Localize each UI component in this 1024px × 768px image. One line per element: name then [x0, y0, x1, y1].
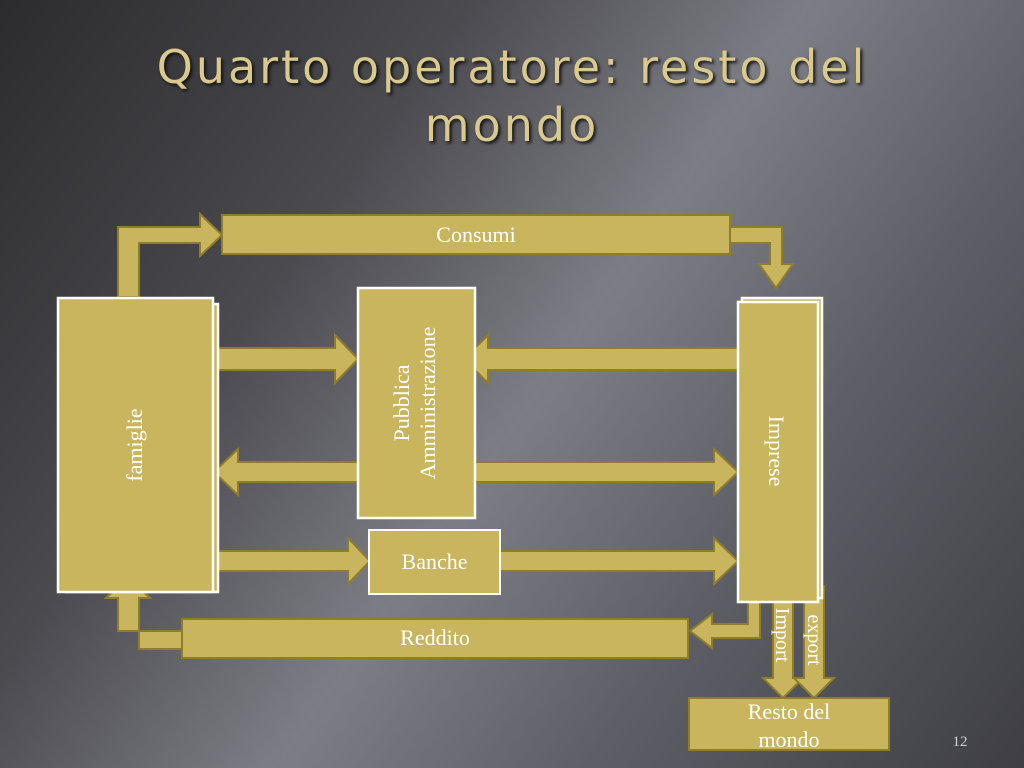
slide-title: Quarto operatore: resto del mondo: [0, 38, 1024, 154]
pubblica-amministrazione-box: [356, 286, 477, 520]
resto-del-mondo-box: [688, 697, 890, 751]
export-label: export: [803, 614, 825, 666]
banche-box: [368, 529, 501, 595]
import-label: Import: [771, 607, 793, 663]
arrow-pa-to-imprese: [463, 446, 740, 498]
page-number: 12: [952, 734, 968, 750]
arrow-imprese-to-pa: [462, 332, 739, 386]
pubblica-label: Pubblica: [389, 364, 414, 442]
famiglie-box: [56, 296, 215, 594]
consumi-bar: [221, 214, 731, 255]
resto-line-1: Resto del: [747, 699, 831, 724]
amministrazione-label: Amministrazione: [415, 326, 440, 480]
reddito-label: Reddito: [400, 625, 470, 650]
arrow-famiglie-to-consumi: [117, 211, 224, 298]
arrow-pa-to-famiglie: [212, 446, 359, 498]
arrow-banche-to-imprese: [496, 535, 740, 587]
consumi-label: Consumi: [436, 222, 516, 247]
arrow-famiglie-to-banche: [213, 535, 372, 587]
imprese-label: Imprese: [764, 415, 789, 487]
imprese-box: [736, 300, 820, 604]
resto-line-2: mondo: [758, 727, 820, 752]
banche-label: Banche: [401, 549, 468, 574]
famiglie-label: famiglie: [122, 408, 147, 482]
title-line-1: Quarto operatore: resto del: [156, 40, 868, 94]
arrow-famiglie-to-pa: [213, 332, 360, 386]
pubblica-amministrazione-label: Pubblica Amministrazione: [389, 303, 443, 503]
title-line-2: mondo: [424, 98, 600, 152]
arrow-consumi-to-imprese: [729, 226, 795, 290]
arrow-export: [791, 585, 837, 700]
arrow-imprese-to-reddito: [688, 599, 761, 651]
resto-del-mondo-label: Resto del mondo: [689, 698, 889, 754]
